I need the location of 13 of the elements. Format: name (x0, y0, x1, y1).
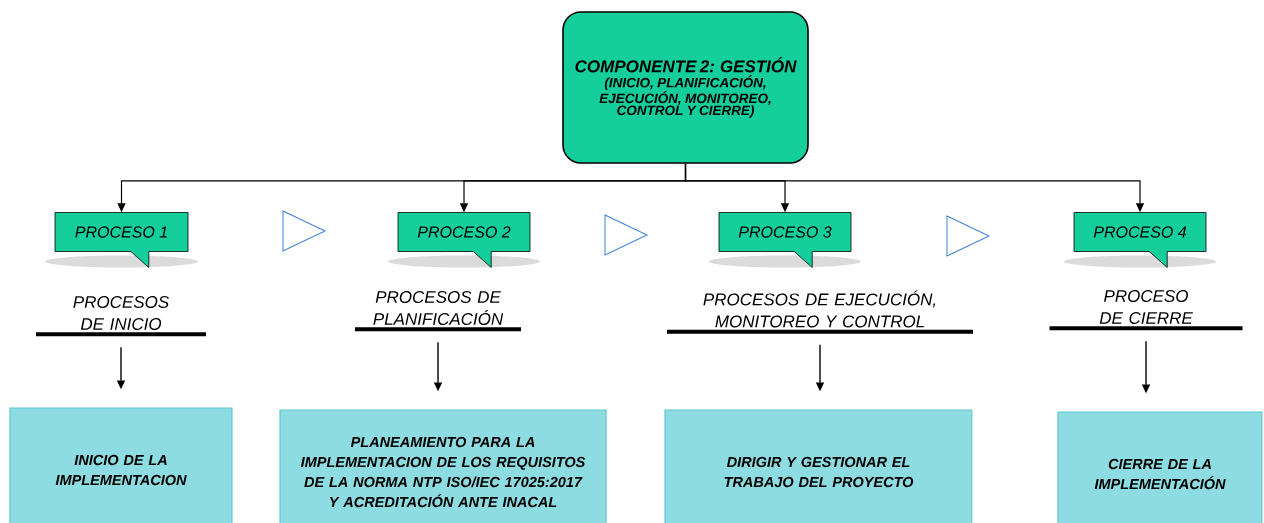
step-box: DIRIGIR Y GESTIONAR EL TRABAJO DEL PROYECTO (664, 409, 973, 523)
speech-bubble: PROCESO 2 (388, 212, 540, 268)
speech-bubble: PROCESO 3 (709, 212, 861, 268)
underlined-heading: PROCESOS DE EJECUCIÓN, MONITOREO Y CONTROL (667, 290, 973, 334)
speech-bubble: PROCESO 4 (1064, 212, 1216, 268)
underlined-heading: PROCESOS DE PLANIFICACIÓN (355, 291, 521, 332)
step-box: PLANEAMIENTO PARA LA IMPLEMENTACION DE LOS REQUISITOS DE LA NORMA NTP ISO/IEC 17025:2017 Y ACREDITACIÓN ANTE INACAL (279, 409, 607, 523)
underlined-heading: PROCESOS DE INICIO (36, 296, 206, 337)
underlined-heading: PROCESO DE CIERRE (1049, 290, 1243, 331)
step-box: INICIO DE LA IMPLEMENTACION (9, 407, 233, 523)
step-box: CIERRE DE LA IMPLEMENTACIÓN (1057, 411, 1263, 523)
title-box: COMPONENTE 2: GESTIÓN (INICIO, PLANIFICACIÓN, EJECUCIÓN, MONITOREO, CONTROL Y CIERRE) (562, 11, 809, 164)
speech-bubble: PROCESO 1 (45, 212, 198, 268)
